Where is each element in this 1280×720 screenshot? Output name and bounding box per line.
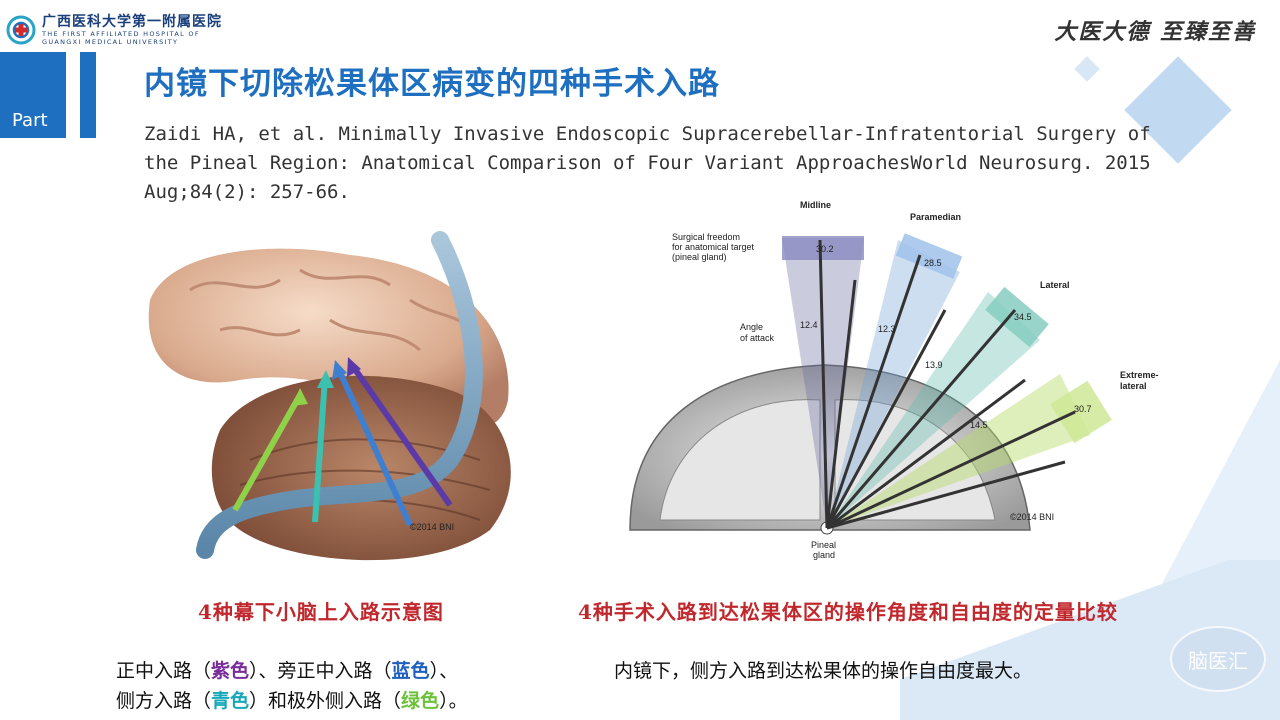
legend-color-cyan: 青色 <box>211 690 250 712</box>
figure-credit-left: ©2014 BNI <box>410 522 454 532</box>
instrument-6 <box>826 378 1026 530</box>
instrument-7 <box>826 410 1076 530</box>
slide-title: 内镜下切除松果体区病变的四种手术入路 <box>144 66 720 102</box>
label-midline: Midline <box>800 200 831 210</box>
freedom-box-paramedian <box>895 233 963 279</box>
hospital-name-en-line1: THE FIRST AFFILIATED HOSPITAL OF <box>42 30 200 38</box>
freedom-value-midline: 30.2 <box>816 244 834 254</box>
instrument-4 <box>825 309 947 529</box>
citation-text: Zaidi HA, et al. Minimally Invasive Endo… <box>144 123 1151 203</box>
instrument-1 <box>818 239 829 529</box>
arrowhead-cyan <box>317 370 334 388</box>
arrow-blue <box>335 366 413 527</box>
caption-right: 4种手术入路到达松果体区的操作角度和自由度的定量比较 <box>578 600 1118 624</box>
approach-color-legend: 正中入路（紫色）、旁正中入路（蓝色）、 侧方入路（青色）和极外侧入路（绿色）。 <box>116 656 468 716</box>
arrowhead-blue <box>332 360 347 380</box>
angle-value-lateral: 13.9 <box>925 360 943 370</box>
label-pineal-2: gland <box>813 550 835 560</box>
caption-left: 4种幕下小脑上入路示意图 <box>198 600 444 624</box>
legend-color-blue: 蓝色 <box>391 660 430 682</box>
hospital-motto: 大医大德 至臻至善 <box>1054 19 1256 45</box>
legend-text: ）、 <box>429 660 459 682</box>
brain-section-left <box>659 399 821 521</box>
legend-text: ）、旁正中入路（ <box>249 660 392 682</box>
decorative-diamond-small <box>1074 56 1100 82</box>
arrowhead-green <box>292 388 308 406</box>
instrument-2 <box>825 279 857 529</box>
label-paramedian: Paramedian <box>910 212 961 222</box>
legend-line-2: 侧方入路（青色）和极外侧入路（绿色）。 <box>116 686 468 716</box>
cone-lateral <box>827 292 1040 528</box>
watermark-logo: 脑医汇 <box>1170 626 1266 692</box>
label-extreme-lateral-2: lateral <box>1120 381 1147 391</box>
cone-extreme-lateral <box>827 374 1090 528</box>
part-tab <box>0 52 66 138</box>
hospital-name-cn: 广西医科大学第一附属医院 <box>42 14 222 30</box>
label-extreme-lateral-1: Extreme- <box>1120 370 1159 380</box>
angle-value-paramedian: 12.3 <box>878 324 896 334</box>
label-angle-2: of attack <box>740 333 775 343</box>
label-freedom-3: (pineal gland) <box>672 252 727 262</box>
label-angle-1: Angle <box>740 322 763 332</box>
legend-color-green: 绿色 <box>401 690 440 712</box>
brain-section-right <box>834 399 996 521</box>
label-lateral: Lateral <box>1040 280 1070 290</box>
freedom-value-lateral: 34.5 <box>1014 312 1032 322</box>
freedom-box-lateral <box>985 286 1049 348</box>
arrowhead-purple <box>347 357 361 377</box>
venous-sinus <box>196 231 483 559</box>
hospital-logo: 广西医科大学第一附属医院 THE FIRST AFFILIATED HOSPIT… <box>6 14 222 46</box>
angle-value-extreme-lateral: 14.5 <box>970 420 988 430</box>
legend-text: ）和极外侧入路（ <box>249 690 402 712</box>
brain-gyri <box>189 268 482 352</box>
legend-color-purple: 紫色 <box>211 660 250 682</box>
legend-text: 侧方入路（ <box>116 690 212 712</box>
legend-text: 正中入路（ <box>116 660 212 682</box>
part-label: Part <box>12 110 48 131</box>
legend-text: ）。 <box>439 690 468 712</box>
freedom-value-paramedian: 28.5 <box>924 258 942 268</box>
conclusion-text: 内镜下，侧方入路到达松果体的操作自由度最大。 <box>614 660 1033 682</box>
arrow-purple <box>349 363 453 507</box>
instrument-5 <box>825 309 1017 529</box>
freedom-box-extreme-lateral <box>1050 380 1112 444</box>
hospital-emblem-icon <box>6 15 36 45</box>
arrow-green <box>232 393 303 512</box>
arrow-cyan <box>312 377 328 523</box>
angle-value-midline: 12.4 <box>800 320 818 330</box>
freedom-box-midline <box>782 236 864 260</box>
label-freedom-2: for anatomical target <box>672 242 755 252</box>
label-pineal-1: Pineal <box>811 540 836 550</box>
freedom-value-extreme-lateral: 30.7 <box>1074 404 1092 414</box>
part-accent-bar <box>80 52 96 138</box>
approach-illustration: ©2014 BNI <box>148 231 511 561</box>
hospital-name-en-line2: GUANGXI MEDICAL UNIVERSITY <box>42 38 179 46</box>
figure-credit-right: ©2014 BNI <box>1010 512 1054 522</box>
label-freedom-1: Surgical freedom <box>672 232 740 242</box>
instrument-8 <box>826 460 1066 530</box>
legend-line-1: 正中入路（紫色）、旁正中入路（蓝色）、 <box>116 656 468 686</box>
cone-paramedian <box>827 240 960 528</box>
instrument-3 <box>825 254 922 529</box>
approach-angle-diagram: Midline Paramedian Lateral Extreme- late… <box>629 200 1159 560</box>
